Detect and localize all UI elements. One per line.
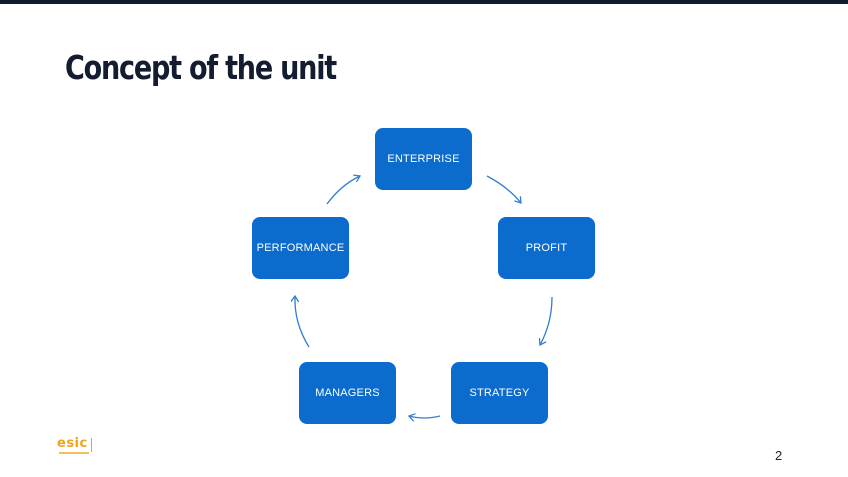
node-enterprise: ENTERPRISE (375, 128, 472, 190)
node-performance: PERFORMANCE (252, 217, 349, 279)
node-strategy: STRATEGY (451, 362, 548, 424)
page-number: 2 (775, 448, 783, 463)
arrow-performance-to-enterprise (326, 176, 360, 205)
arrow-enterprise-to-profit (486, 175, 521, 203)
logo-underline (59, 452, 89, 454)
slide-title: Concept of the unit (65, 48, 337, 87)
arrow-managers-to-performance (295, 296, 310, 348)
arrow-profit-to-strategy (540, 296, 553, 345)
node-managers: MANAGERS (299, 362, 396, 424)
node-profit: PROFIT (498, 217, 595, 279)
logo-text: esic (57, 436, 88, 451)
logo-divider (90, 438, 92, 452)
esic-logo: esic (57, 437, 92, 459)
arrow-strategy-to-managers (409, 416, 441, 418)
top-accent-bar (0, 0, 848, 4)
